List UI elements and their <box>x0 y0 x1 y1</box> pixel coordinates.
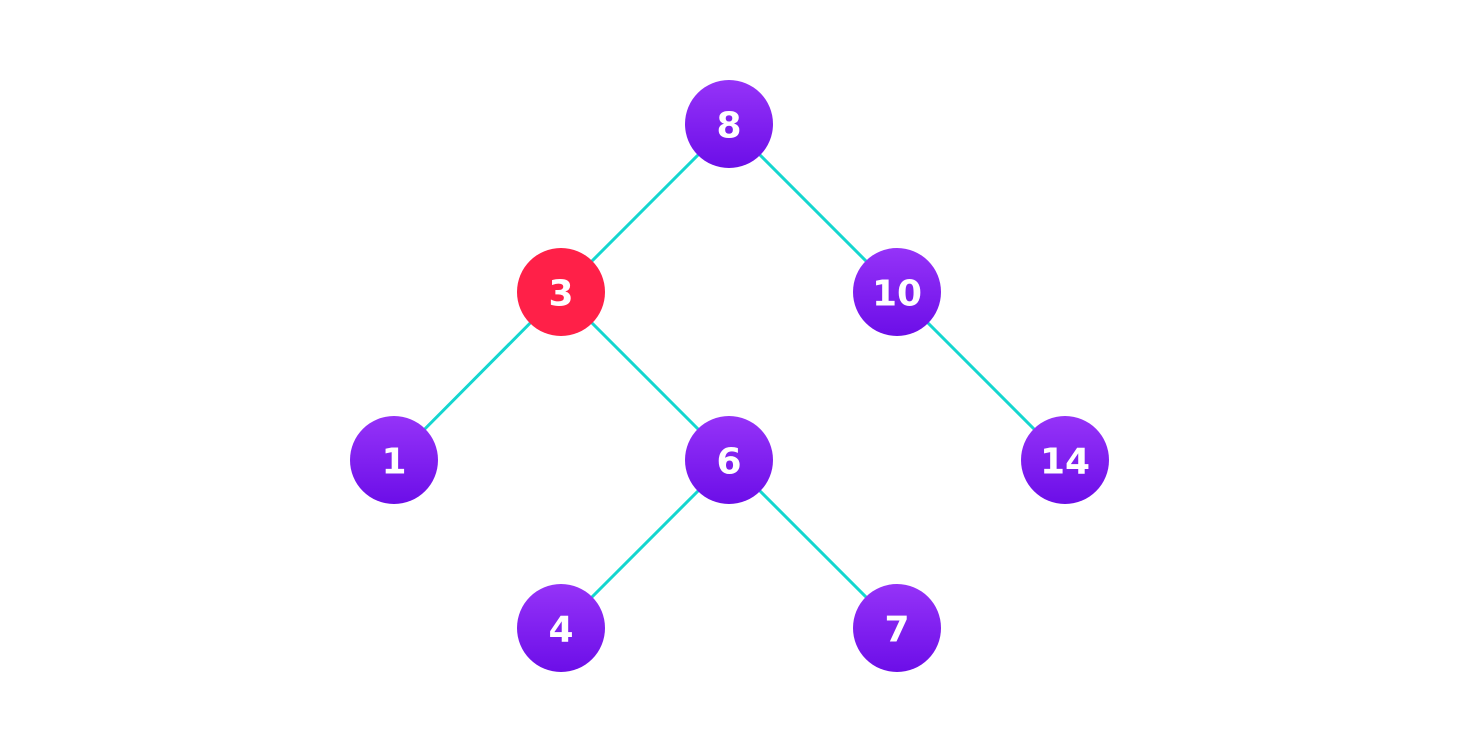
tree-node-1: 1 <box>350 416 438 504</box>
tree-node-6: 6 <box>685 416 773 504</box>
node-label: 3 <box>548 274 573 315</box>
node-circle <box>350 416 438 504</box>
tree-node-3: 3 <box>517 248 605 336</box>
tree-node-4: 4 <box>517 584 605 672</box>
node-circle <box>1021 416 1109 504</box>
node-label: 6 <box>716 442 741 483</box>
tree-node-7: 7 <box>853 584 941 672</box>
node-label: 8 <box>716 106 741 147</box>
node-label: 4 <box>548 610 573 651</box>
node-label: 7 <box>884 610 909 651</box>
node-label: 10 <box>872 274 922 315</box>
node-circle <box>853 248 941 336</box>
tree-node-10: 10 <box>853 248 941 336</box>
node-label: 1 <box>381 442 406 483</box>
node-circle <box>853 584 941 672</box>
node-circle <box>685 416 773 504</box>
node-circle <box>517 584 605 672</box>
tree-node-14: 14 <box>1021 416 1109 504</box>
tree-node-8: 8 <box>685 80 773 168</box>
node-label: 14 <box>1040 442 1090 483</box>
node-circle-highlighted <box>517 248 605 336</box>
node-circle <box>685 80 773 168</box>
